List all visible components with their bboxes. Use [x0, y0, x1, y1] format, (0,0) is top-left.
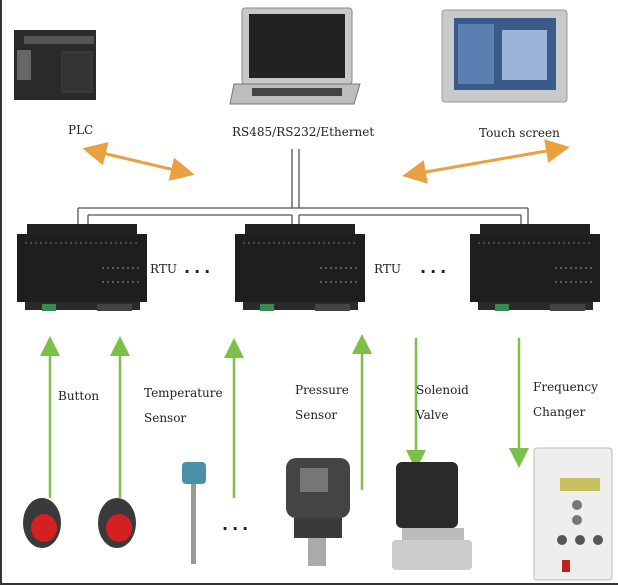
rtu-module-image-1: [17, 224, 147, 311]
valve-label-2: Valve: [416, 408, 449, 422]
push-button-image-1: [23, 498, 61, 548]
rtu-label-2: RTU: [374, 262, 401, 276]
plc-link-arrow: [82, 142, 195, 181]
rtu-ellipsis-1: ...: [184, 258, 215, 277]
frequency-label-1: Frequency: [533, 380, 598, 394]
valve-label-1: Solenoid: [416, 383, 469, 397]
pressure-label-2: Sensor: [295, 408, 338, 422]
rtu-ellipsis-2: ...: [420, 258, 451, 277]
button-label: Button: [58, 389, 100, 403]
temperature-label-2: Sensor: [144, 411, 187, 425]
push-button-image-2: [98, 498, 136, 548]
temperature-label-1: Temperature: [144, 386, 223, 400]
pressure-label-1: Pressure: [295, 383, 349, 397]
touch-screen-link-arrow: [402, 139, 570, 184]
sensor-ellipsis: ...: [222, 515, 253, 534]
solenoid-valve-image: [392, 462, 472, 570]
touch-screen-image: [441, 9, 568, 103]
network-label: RS485/RS232/Ethernet: [232, 125, 375, 139]
frequency-changer-image: [533, 447, 613, 581]
rtu-module-image-2: [235, 224, 365, 311]
touch-screen-label: Touch screen: [479, 126, 560, 140]
communication-bus: [77, 149, 529, 228]
temperature-sensor-image: [182, 462, 206, 564]
rtu-module-image-3: [470, 224, 600, 311]
plc-image: [14, 30, 96, 100]
pressure-sensor-image: [286, 458, 350, 566]
rtu-label-1: RTU: [150, 262, 177, 276]
plc-label: PLC: [68, 123, 94, 137]
laptop-image: [229, 7, 361, 105]
frequency-label-2: Changer: [533, 405, 586, 419]
